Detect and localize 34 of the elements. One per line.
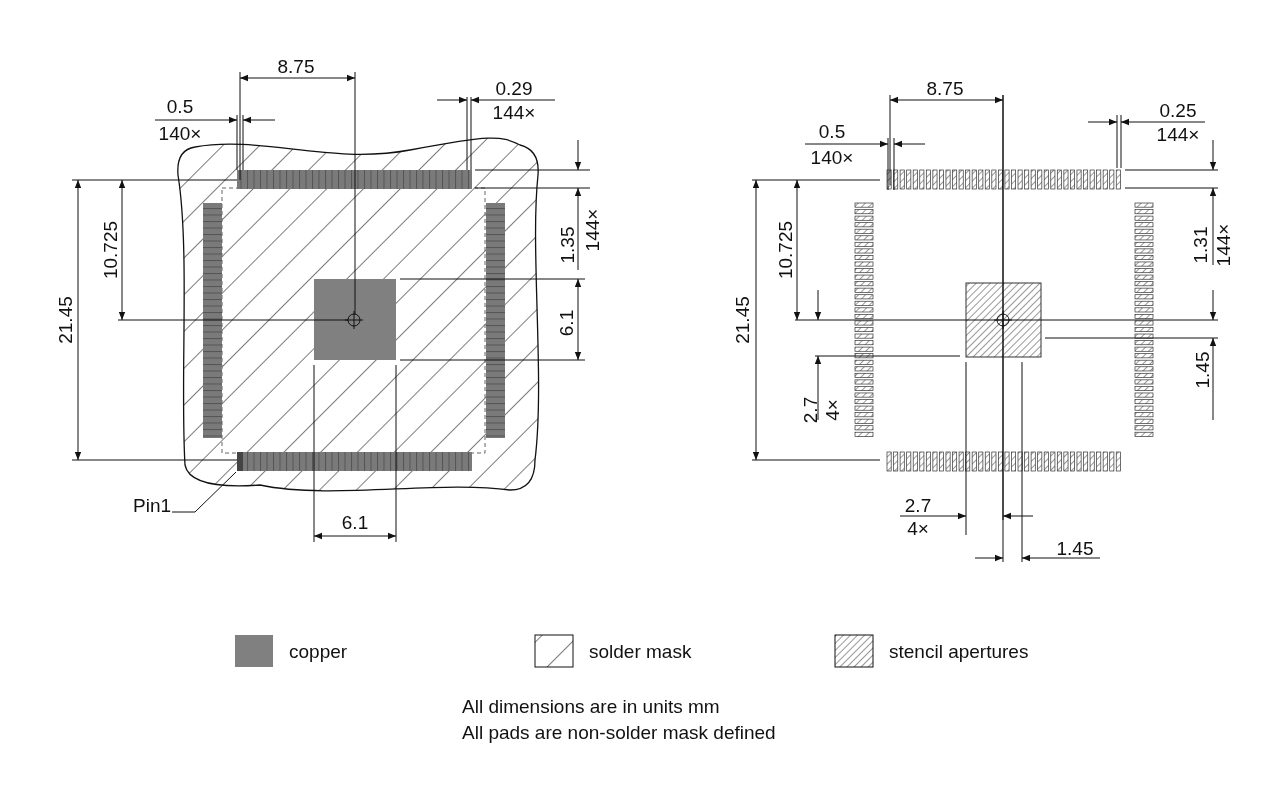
dimension-label: 144× bbox=[492, 102, 536, 122]
dimension-label: 144× bbox=[582, 208, 602, 252]
legend-label: copper bbox=[289, 641, 348, 661]
dimension-label: 144× bbox=[1213, 223, 1233, 267]
dimension-label: 2.7 bbox=[800, 396, 820, 424]
dimension-label: 21.45 bbox=[732, 296, 752, 344]
dimension-label: 0.25 bbox=[1159, 100, 1197, 120]
dimension-label: 4× bbox=[822, 399, 842, 421]
dimension-label: 0.5 bbox=[818, 121, 846, 141]
dimension-label: 0.29 bbox=[495, 78, 533, 98]
dimension-label: 1.45 bbox=[1056, 538, 1094, 558]
dimension-label: 1.45 bbox=[1192, 351, 1212, 389]
dimension-label: 144× bbox=[1156, 124, 1200, 144]
dimension-label: 6.1 bbox=[341, 512, 369, 532]
dimension-label: 6.1 bbox=[556, 309, 576, 337]
dimension-label: 1.31 bbox=[1190, 226, 1210, 264]
dimension-label: 8.75 bbox=[926, 78, 964, 98]
dimension-label: 1.35 bbox=[557, 226, 577, 264]
note-text: All pads are non-solder mask defined bbox=[462, 722, 776, 742]
pin-pad bbox=[237, 452, 243, 471]
dimension-label: 0.5 bbox=[166, 96, 194, 116]
dimension-label: 4× bbox=[907, 518, 929, 538]
note-text: All dimensions are in units mm bbox=[462, 696, 720, 716]
dimension-label: 21.45 bbox=[55, 296, 75, 344]
legend-label: solder mask bbox=[589, 641, 692, 661]
dimension-label: 2.7 bbox=[904, 495, 932, 515]
legend-label: stencil apertures bbox=[889, 641, 1029, 661]
pin-label: Pin1 bbox=[133, 495, 171, 515]
leader-line bbox=[171, 471, 237, 513]
dimension-label: 8.75 bbox=[277, 56, 315, 76]
dimension-label: 10.725 bbox=[100, 220, 120, 280]
dimension-label: 10.725 bbox=[775, 220, 795, 280]
dimension-label: 140× bbox=[158, 123, 202, 143]
dimension-label: 140× bbox=[810, 147, 854, 167]
